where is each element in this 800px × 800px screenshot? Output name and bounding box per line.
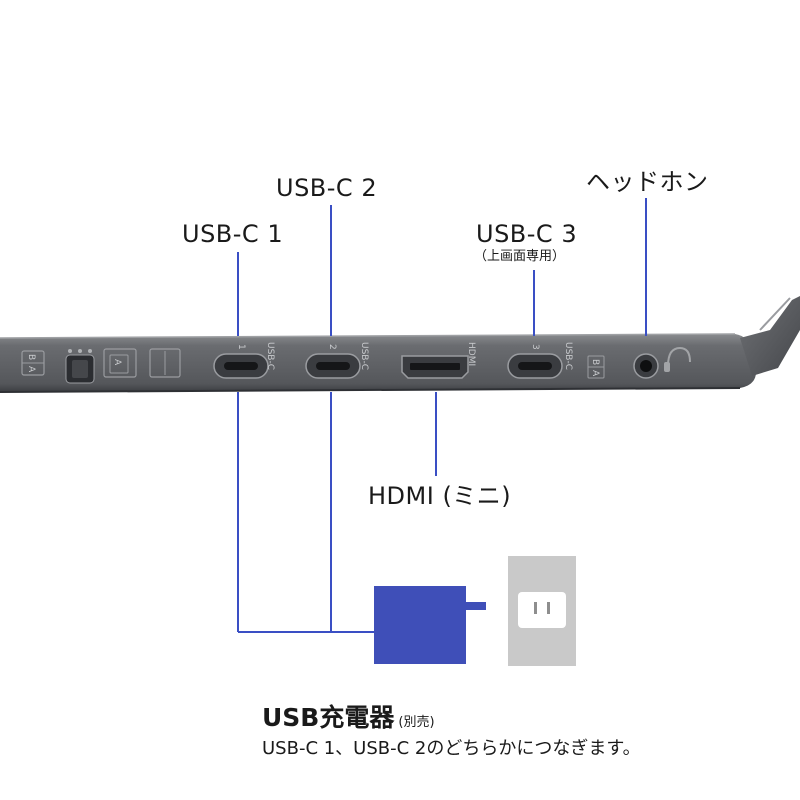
charger-title-text: USB充電器	[262, 703, 395, 732]
label-usbc-3-note: （上画面専用）	[474, 249, 566, 264]
port-usbc-2	[305, 353, 361, 379]
mark-switch-a: A	[26, 366, 36, 373]
mark-screen-b: B	[590, 359, 600, 365]
port-usbc-3	[507, 353, 563, 379]
charger-description: USB-C 1、USB-C 2のどちらかにつなぎます。	[262, 738, 641, 759]
mark-hdmi: HDMI	[466, 342, 476, 366]
label-usbc-3: USB-C 3	[476, 220, 578, 248]
mark-p3-type: USB-C	[563, 342, 573, 370]
screen-select-labels	[587, 355, 605, 379]
mark-p1-num: 1	[236, 344, 246, 350]
wall-outlet-icon	[508, 556, 576, 666]
mark-switch-b: B	[26, 354, 36, 360]
mark-screen-a: A	[590, 370, 600, 377]
label-usbc-2: USB-C 2	[276, 174, 378, 202]
label-hdmi: HDMI (ミニ)	[368, 482, 512, 510]
mark-switch-ab: A	[112, 359, 122, 366]
headphone-icon	[664, 346, 691, 372]
port-markings: 1 USB-C 2 USB-C HDMI 3 USB-C B A B A A	[26, 342, 600, 377]
mark-p3-num: 3	[530, 344, 540, 350]
usb-charger	[374, 586, 486, 664]
screen-switch	[21, 348, 181, 384]
charger-cable-lines	[237, 392, 378, 633]
hinge	[740, 296, 800, 376]
port-headphone	[633, 353, 659, 379]
callout-lines	[237, 198, 647, 476]
device-side-view	[0, 296, 800, 393]
mark-p1-type: USB-C	[265, 342, 275, 370]
port-usbc-1	[213, 353, 269, 379]
label-usbc-1: USB-C 1	[182, 220, 284, 248]
port-hdmi-mini	[401, 355, 469, 379]
charger-title-note: (別売)	[398, 715, 435, 730]
label-headphone: ヘッドホン	[586, 168, 709, 196]
mark-p2-type: USB-C	[359, 342, 369, 370]
mark-p2-num: 2	[327, 344, 337, 350]
charger-title: USB充電器(別売)	[262, 698, 435, 734]
